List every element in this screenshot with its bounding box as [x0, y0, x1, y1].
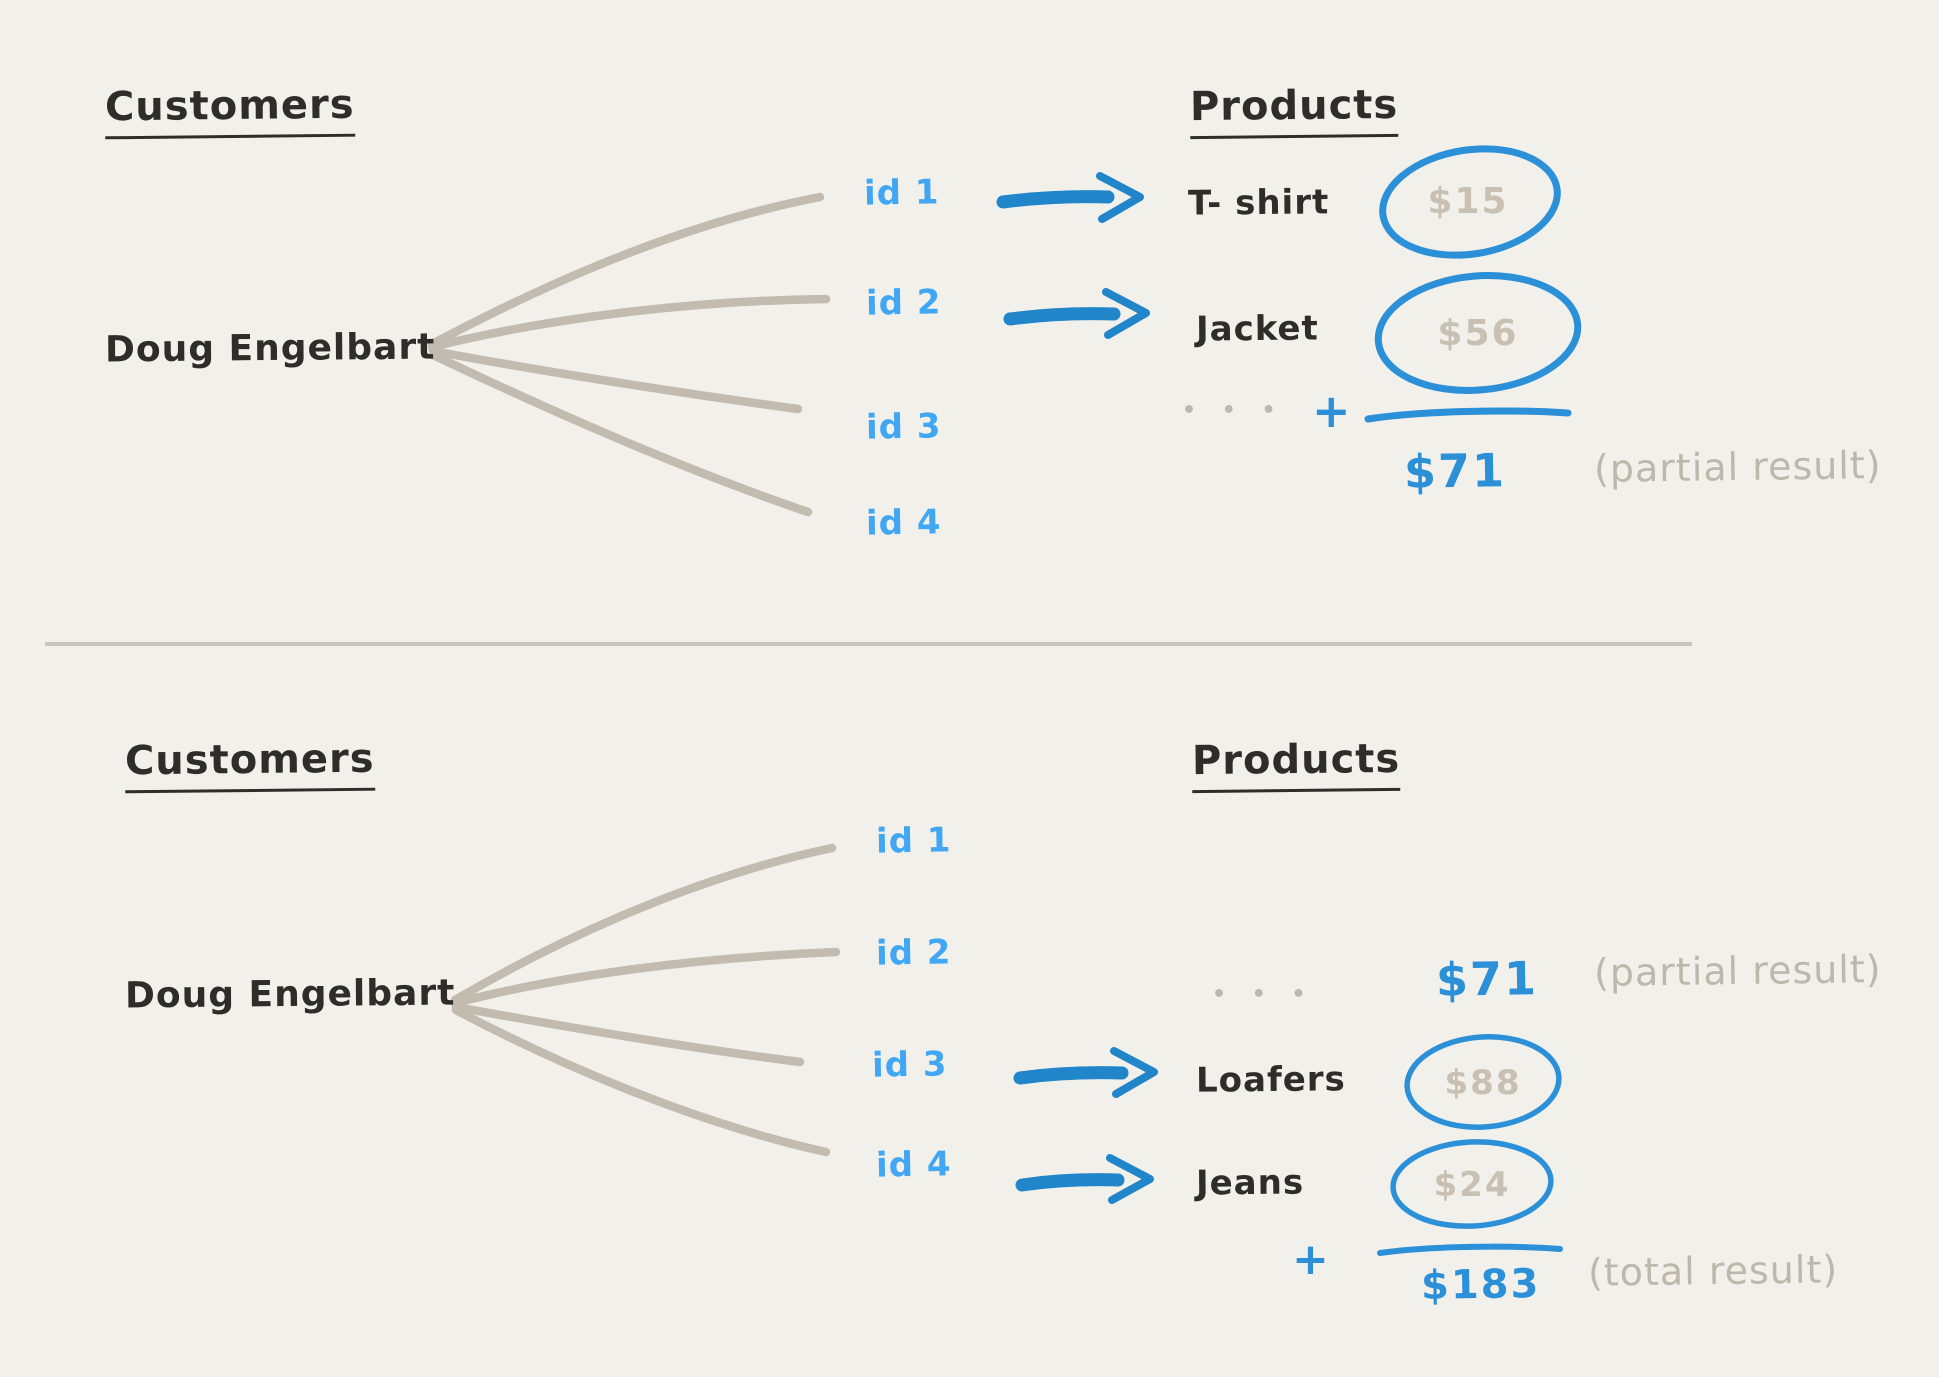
- sum-underline: [1364, 407, 1572, 423]
- plus-sign-bottom: +: [1292, 1234, 1329, 1285]
- product-name-tshirt: T- shirt: [1187, 182, 1330, 224]
- id-label-bottom-4: id 4: [875, 1144, 952, 1186]
- id-label-top-4: id 4: [865, 502, 942, 544]
- id-label-top-2: id 2: [865, 282, 942, 324]
- customers-heading-bottom: Customers: [125, 736, 375, 794]
- arrow-body: [996, 190, 1115, 209]
- arrow-head: [1110, 1047, 1158, 1098]
- top-fan-lines: [427, 192, 831, 517]
- bottom-fan-lines: [450, 843, 841, 1157]
- arrow-id3-loafers-icon: [1013, 1047, 1158, 1098]
- id-label-top-3: id 3: [865, 406, 942, 448]
- fan-line: [428, 346, 803, 414]
- product-name-loafers: Loafers: [1195, 1059, 1346, 1101]
- products-heading-bottom: Products: [1192, 736, 1401, 794]
- price-tshirt: $15: [1427, 181, 1509, 222]
- carried-sum-bottom: $71: [1435, 951, 1539, 1007]
- plus-sign-top: +: [1312, 384, 1351, 438]
- price-jacket: $56: [1437, 313, 1519, 354]
- ellipsis-bottom: • • •: [1212, 982, 1315, 1007]
- customers-heading-top: Customers: [105, 82, 355, 140]
- fan-line: [427, 192, 825, 349]
- arrow-head: [1096, 172, 1144, 223]
- price-loafers: $88: [1444, 1063, 1522, 1103]
- products-heading-top: Products: [1190, 82, 1399, 140]
- total-note: (total result): [1587, 1247, 1839, 1295]
- customer-name-top: Doug Engelbart: [104, 326, 436, 371]
- partial-note-top: (partial result): [1593, 442, 1882, 492]
- ellipsis-top: • • •: [1182, 398, 1285, 423]
- id-label-top-1: id 1: [863, 172, 940, 214]
- customer-name-bottom: Doug Engelbart: [124, 972, 456, 1017]
- arrow-body: [1003, 307, 1121, 326]
- id-label-bottom-2: id 2: [875, 932, 952, 974]
- fan-line: [451, 1002, 805, 1067]
- product-name-jacket: Jacket: [1195, 308, 1319, 350]
- id-label-bottom-1: id 1: [875, 820, 952, 862]
- fan-line: [450, 843, 837, 1005]
- id-label-bottom-3: id 3: [871, 1044, 948, 1086]
- product-name-jeans: Jeans: [1195, 1162, 1305, 1204]
- arrow-id4-jeans-icon: [1015, 1154, 1154, 1204]
- partial-sum-top: $71: [1403, 443, 1507, 499]
- arrow-body: [1015, 1173, 1125, 1192]
- arrow-id1-tshirt-icon: [996, 172, 1144, 223]
- arrow-body: [1013, 1066, 1129, 1085]
- arrow-head: [1102, 288, 1150, 339]
- price-jeans: $24: [1433, 1165, 1511, 1205]
- fan-line: [450, 947, 841, 1008]
- arrow-id2-jacket-icon: [1003, 288, 1150, 339]
- arrow-head: [1106, 1154, 1154, 1204]
- fan-line: [451, 1005, 831, 1157]
- carried-note-bottom: (partial result): [1593, 946, 1882, 996]
- total-underline: [1377, 1243, 1563, 1256]
- fan-line: [427, 294, 831, 352]
- fan-line: [428, 350, 813, 517]
- total-sum: $183: [1420, 1260, 1541, 1310]
